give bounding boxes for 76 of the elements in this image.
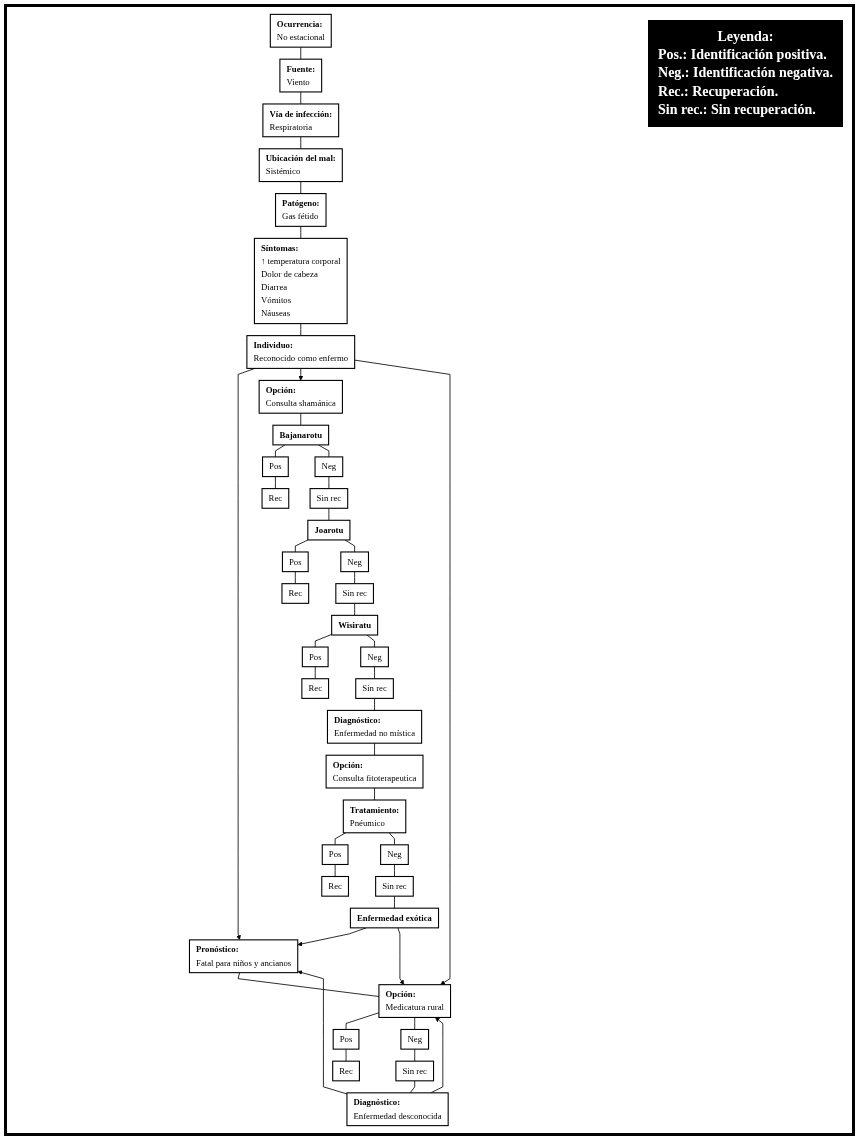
node-box: Opción: Consulta shamánica xyxy=(258,379,343,414)
connector xyxy=(300,225,302,239)
node-box: Diagnóstico: Enfermedad no mística xyxy=(326,709,423,744)
node-box: Enfermedad exótica xyxy=(349,907,440,929)
connector xyxy=(394,864,395,877)
node-box: Neg xyxy=(314,456,344,478)
node-box: Individuo: Reconocido como enfermo xyxy=(246,335,356,369)
connector xyxy=(294,571,296,585)
node-box: Patógeno: Gas fétido xyxy=(275,193,327,227)
node-box: Ocurrencia: No estacional xyxy=(269,13,332,48)
connector xyxy=(300,46,302,60)
node-box: Tratamiento: Pnéumico xyxy=(342,799,407,834)
connector xyxy=(344,539,356,553)
connector xyxy=(345,1048,347,1062)
connector xyxy=(354,602,356,616)
node-box: Vía de infección: Respiratoria xyxy=(262,103,340,138)
node-box: Rec xyxy=(321,875,350,897)
node-box: Ubicación del mal: Sistémico xyxy=(258,148,343,183)
node-box: Rec xyxy=(301,678,330,699)
connector xyxy=(300,323,302,337)
node-box: Neg xyxy=(360,646,389,668)
connector xyxy=(414,1048,416,1062)
node-box: Pos xyxy=(281,551,309,573)
connector xyxy=(374,666,375,680)
node-box: Sin rec xyxy=(375,875,414,897)
node-box: Rec xyxy=(332,1060,360,1082)
node-box: Sin rec xyxy=(335,583,374,604)
node-box: Neg xyxy=(400,1028,430,1050)
node-box: Diagnóstico: Enfermedad desconocida xyxy=(346,1092,449,1127)
connector xyxy=(328,476,330,489)
legend-entry: Pos.: Identificación positiva. xyxy=(658,47,827,63)
connector xyxy=(388,832,395,846)
connector xyxy=(366,634,375,648)
connector xyxy=(300,181,302,194)
connector xyxy=(374,742,375,756)
node-box: Joarotu xyxy=(307,519,351,541)
connector xyxy=(374,698,375,711)
connector xyxy=(300,136,302,150)
connector xyxy=(275,444,286,458)
node-box: Sin rec xyxy=(309,488,349,509)
legend-entry: Neg.: Identificación negativa. xyxy=(658,65,833,81)
connector xyxy=(409,1080,416,1094)
connector xyxy=(314,634,333,648)
node-box: Fuente: Viento xyxy=(279,58,323,93)
connector xyxy=(334,832,347,846)
node-box: Sin rec xyxy=(395,1060,435,1082)
node-box: Rec xyxy=(261,488,290,509)
node-box: Pos xyxy=(332,1028,360,1050)
connector xyxy=(314,666,316,680)
node-box: Wisiratu xyxy=(331,614,379,636)
node-box: Sin rec xyxy=(355,678,394,699)
node-box: Pos xyxy=(321,844,349,866)
connector xyxy=(328,507,330,521)
node-box: Pronóstico: Fatal para niños y ancianos xyxy=(188,939,299,974)
connector xyxy=(300,412,302,426)
node-box: Pos xyxy=(301,646,329,668)
node-box: Síntomas: ↑ temperatura corporal Dolor de cabeza Diarrea Vómitos Náuseas xyxy=(253,237,348,325)
connector xyxy=(294,539,309,553)
node-box: Bajanarotu xyxy=(272,424,330,446)
connector xyxy=(275,476,276,489)
connector xyxy=(394,895,395,909)
legend-entry: Sin rec.: Sin recuperación. xyxy=(658,101,816,117)
node-box: Pos xyxy=(262,456,289,478)
node-box: Opción: Medicatura rural xyxy=(378,984,452,1018)
connector xyxy=(317,444,330,458)
connector xyxy=(334,864,336,877)
connector xyxy=(354,571,356,585)
legend-entry: Rec.: Recuperación. xyxy=(658,83,779,99)
connector xyxy=(374,787,375,801)
connector xyxy=(414,1017,416,1030)
connector xyxy=(300,91,302,105)
node-box: Neg xyxy=(340,551,370,573)
node-box: Opción: Consulta fitoterapeutica xyxy=(325,754,424,789)
legend-title: Leyenda: xyxy=(716,28,775,46)
node-box: Rec xyxy=(281,583,310,604)
node-box: Neg xyxy=(380,844,409,866)
